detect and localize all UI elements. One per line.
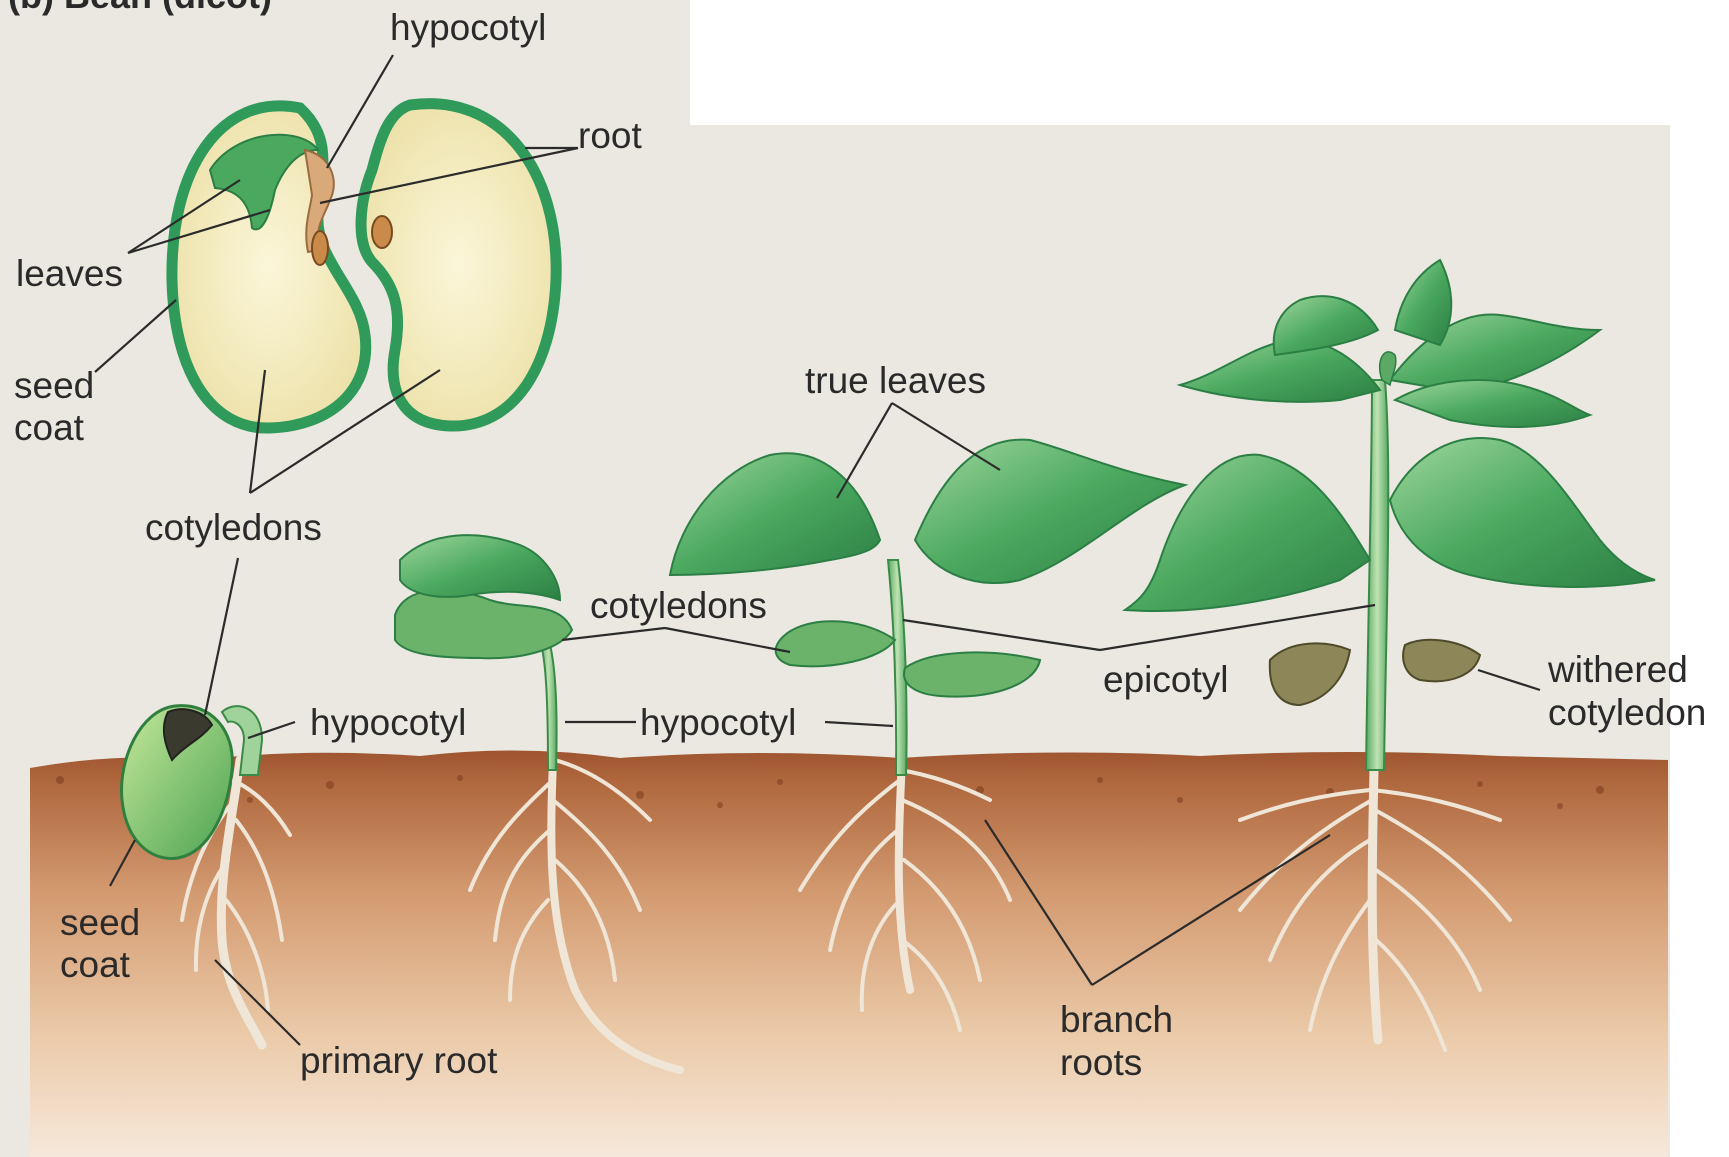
label-seed-coat-line2: coat [14,407,85,448]
white-right-strip [1670,125,1729,1157]
label-branch-roots-line1: branch [1060,999,1173,1040]
label-seed-cotyledons: cotyledons [145,507,322,548]
label-seed-hypocotyl: hypocotyl [390,7,546,48]
label-germ-hypocotyl: hypocotyl [310,702,466,743]
label-cotyledons: cotyledons [590,585,767,626]
right-cotyledon [361,104,556,426]
label-seed-coat-line1: seed [14,365,94,406]
label-branch-roots-line2: roots [1060,1042,1142,1083]
label-seed-leaves: leaves [16,253,123,294]
figure-title: (b) Bean (dicot) [8,0,272,16]
label-germ-seed-coat-line2: coat [60,944,131,985]
label-primary-root: primary root [300,1040,498,1081]
label-germ-seed-coat-line1: seed [60,902,140,943]
label-withered-line1: withered [1547,649,1688,690]
label-true-leaves: true leaves [805,360,986,401]
embryo-root-left [312,231,328,265]
label-seed-root: root [578,115,642,156]
label-hypocotyl: hypocotyl [640,702,796,743]
label-withered-line2: cotyledon [1548,692,1706,733]
label-epicotyl: epicotyl [1103,659,1228,700]
white-corner [690,0,1729,125]
embryo-root-right [372,216,392,248]
